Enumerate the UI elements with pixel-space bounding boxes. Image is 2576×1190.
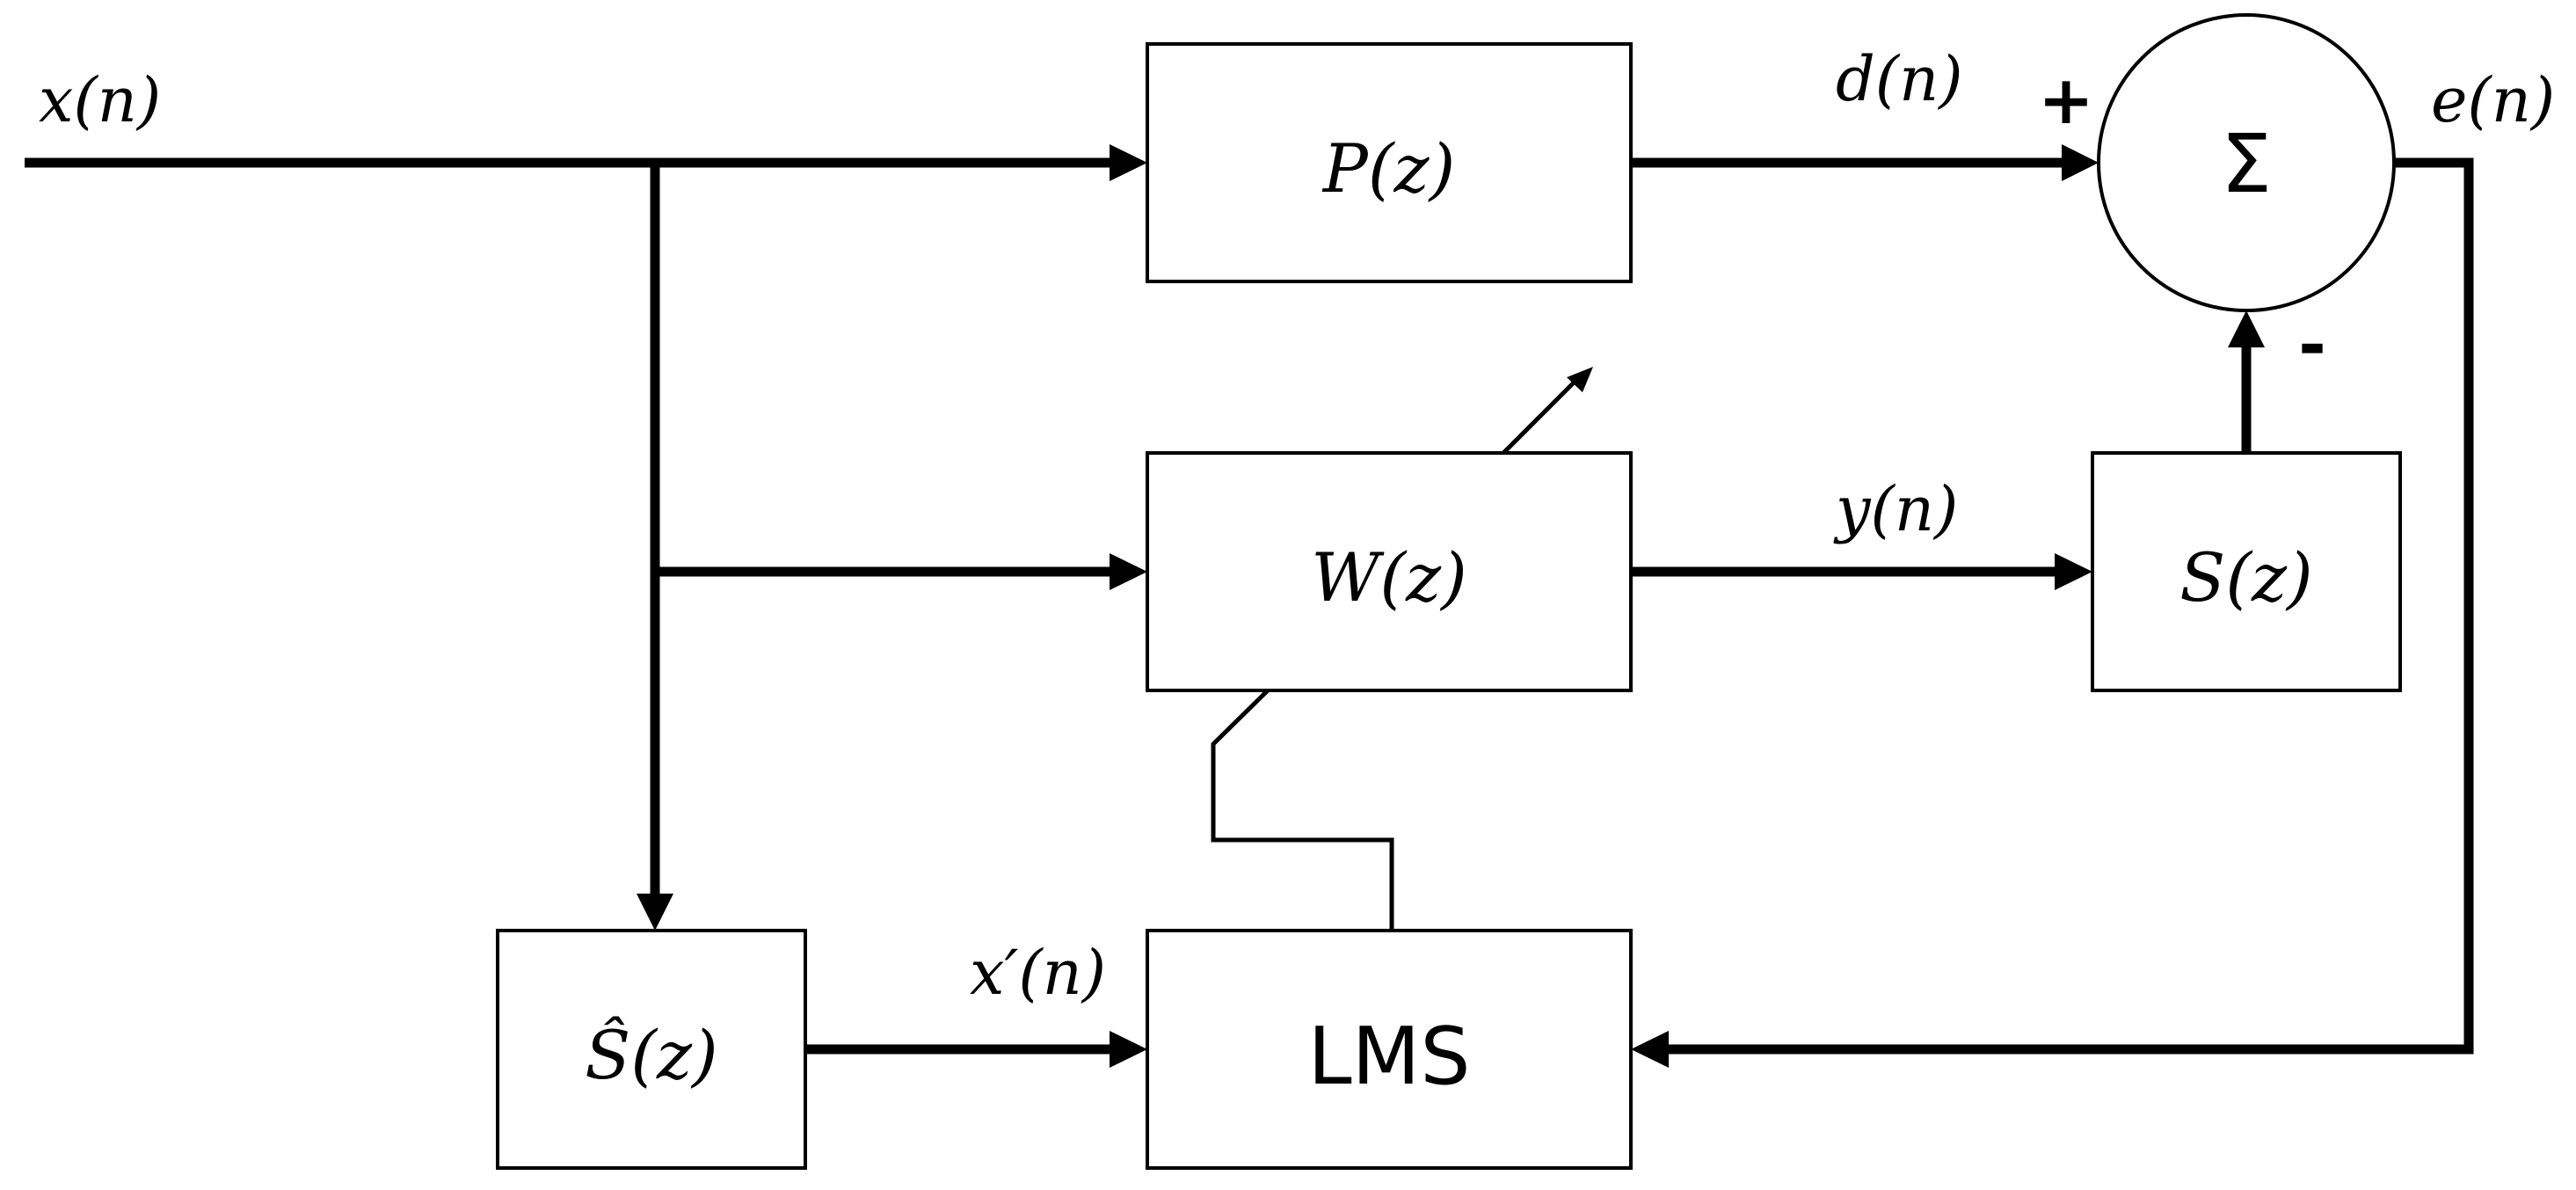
label-secondary-path-estimate: Ŝ(z): [585, 1016, 717, 1094]
arrow-into-estimate: [637, 894, 673, 931]
summer-symbol: Σ: [2221, 117, 2272, 211]
minus-sign: -: [2298, 305, 2326, 383]
arrow-into-lms: [1110, 1031, 1147, 1068]
label-adaptive-filter: W(z): [1311, 538, 1466, 617]
label-lms: LMS: [1308, 1011, 1471, 1103]
adjustable-indicator-arrow: [1567, 367, 1593, 392]
arrow-into-primary: [1110, 144, 1147, 181]
signal-label-desired: d(n): [1836, 43, 1963, 115]
plus-sign: +: [2038, 61, 2094, 139]
summing-junction: Σ: [2097, 13, 2396, 312]
wire-lms-adaptation: [1211, 689, 1394, 931]
signal-label-output: y(n): [1833, 473, 1958, 545]
arrow-into-lms-error: [1631, 1031, 1669, 1068]
signal-label-input: x(n): [39, 64, 161, 136]
arrow-into-summer-minus: [2228, 310, 2265, 347]
label-secondary-path: S(z): [2179, 538, 2312, 617]
signal-label-error: e(n): [2431, 64, 2555, 136]
block-adaptive-filter: W(z): [1146, 451, 1633, 692]
arrow-into-secondary: [2055, 553, 2092, 590]
block-secondary-path-estimate: Ŝ(z): [496, 929, 807, 1170]
block-secondary-path: S(z): [2091, 451, 2402, 692]
block-lms: LMS: [1146, 929, 1633, 1170]
signal-label-filtered-input: x′(n): [970, 937, 1106, 1009]
adjustable-indicator-line: [1502, 379, 1577, 455]
block-primary-path: P(z): [1146, 42, 1633, 283]
arrow-into-adaptive: [1110, 553, 1147, 590]
arrow-into-summer-plus: [2062, 144, 2099, 181]
wire-error-feedback: [1669, 157, 2474, 1055]
label-primary-path: P(z): [1321, 129, 1455, 208]
